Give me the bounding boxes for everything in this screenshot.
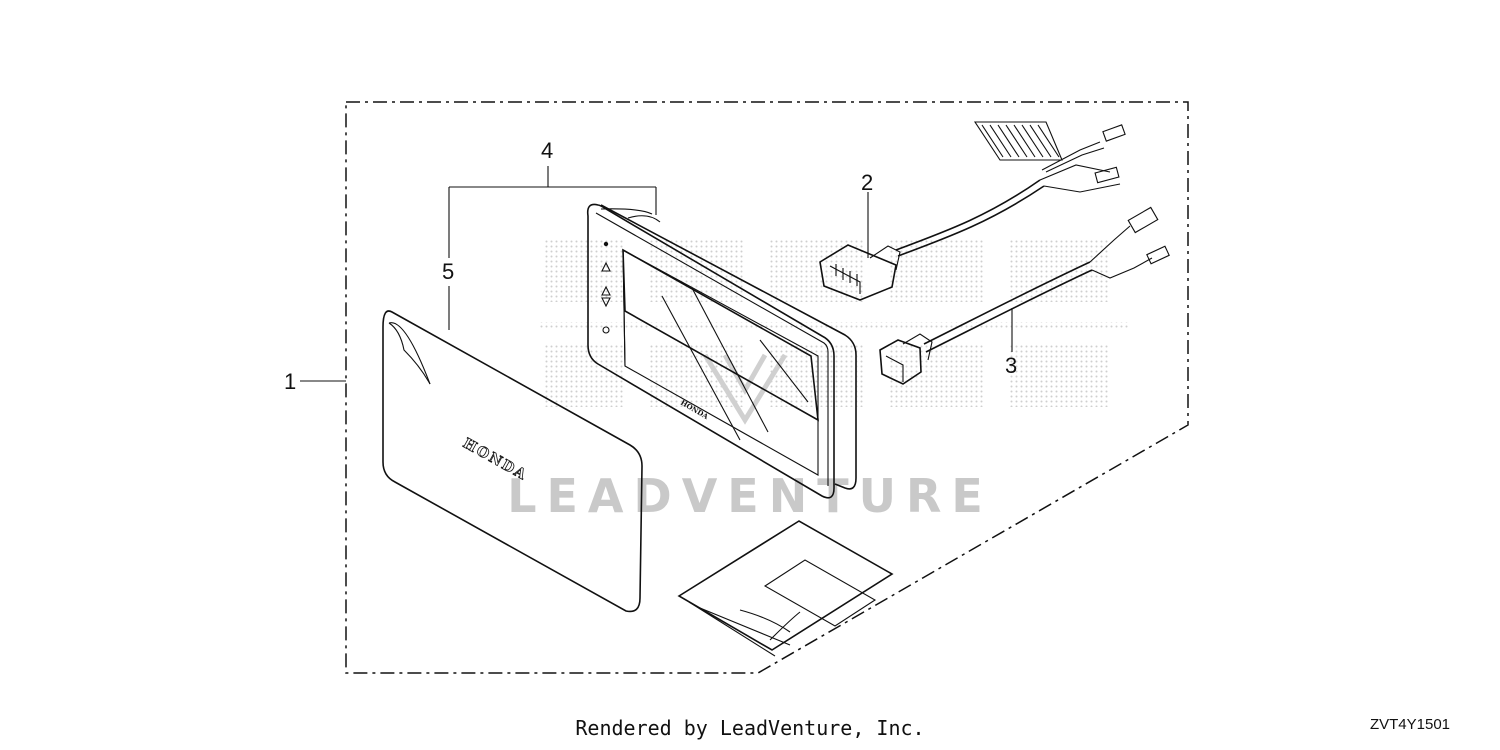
- display-unit: HONDA: [586, 203, 857, 499]
- document-envelope: [677, 520, 894, 657]
- button-down-icon: [601, 297, 611, 308]
- callout-1: 1: [284, 369, 346, 394]
- watermark-chevron-logo: [702, 353, 788, 425]
- harness-sub-terminal-b: [1146, 245, 1170, 265]
- harness-main-terminal-a: [1102, 124, 1126, 142]
- kit-boundary: [345, 101, 1189, 674]
- cover-brand-mark: HONDA: [460, 436, 530, 485]
- footer-credit: Rendered by LeadVenture, Inc.: [575, 716, 925, 740]
- callout-5: 5: [442, 187, 454, 330]
- button-up-icon: [601, 261, 611, 272]
- diagram-code: ZVT4Y1501: [1369, 716, 1450, 733]
- watermark-text: LEADVENTURE: [507, 469, 993, 523]
- callout-2-label: 2: [861, 170, 873, 195]
- callout-4-label: 4: [541, 138, 553, 163]
- callout-5-label: 5: [442, 259, 454, 284]
- callout-3-label: 3: [1005, 353, 1017, 378]
- watermark: LEADVENTURE: [507, 240, 1130, 523]
- wire-harness-sub: 3: [879, 206, 1170, 385]
- harness-main-terminal-b: [1094, 166, 1120, 184]
- callout-1-label: 1: [284, 369, 296, 394]
- harness-ring-terminals: [973, 121, 1063, 161]
- callout-4: 4: [449, 138, 657, 215]
- harness-sub-terminal-a: [1127, 206, 1159, 234]
- button-power-dot: [603, 241, 609, 247]
- wire-harness-main: 2: [819, 121, 1126, 301]
- button-left-icon: [601, 285, 611, 296]
- button-home-icon: [602, 326, 610, 334]
